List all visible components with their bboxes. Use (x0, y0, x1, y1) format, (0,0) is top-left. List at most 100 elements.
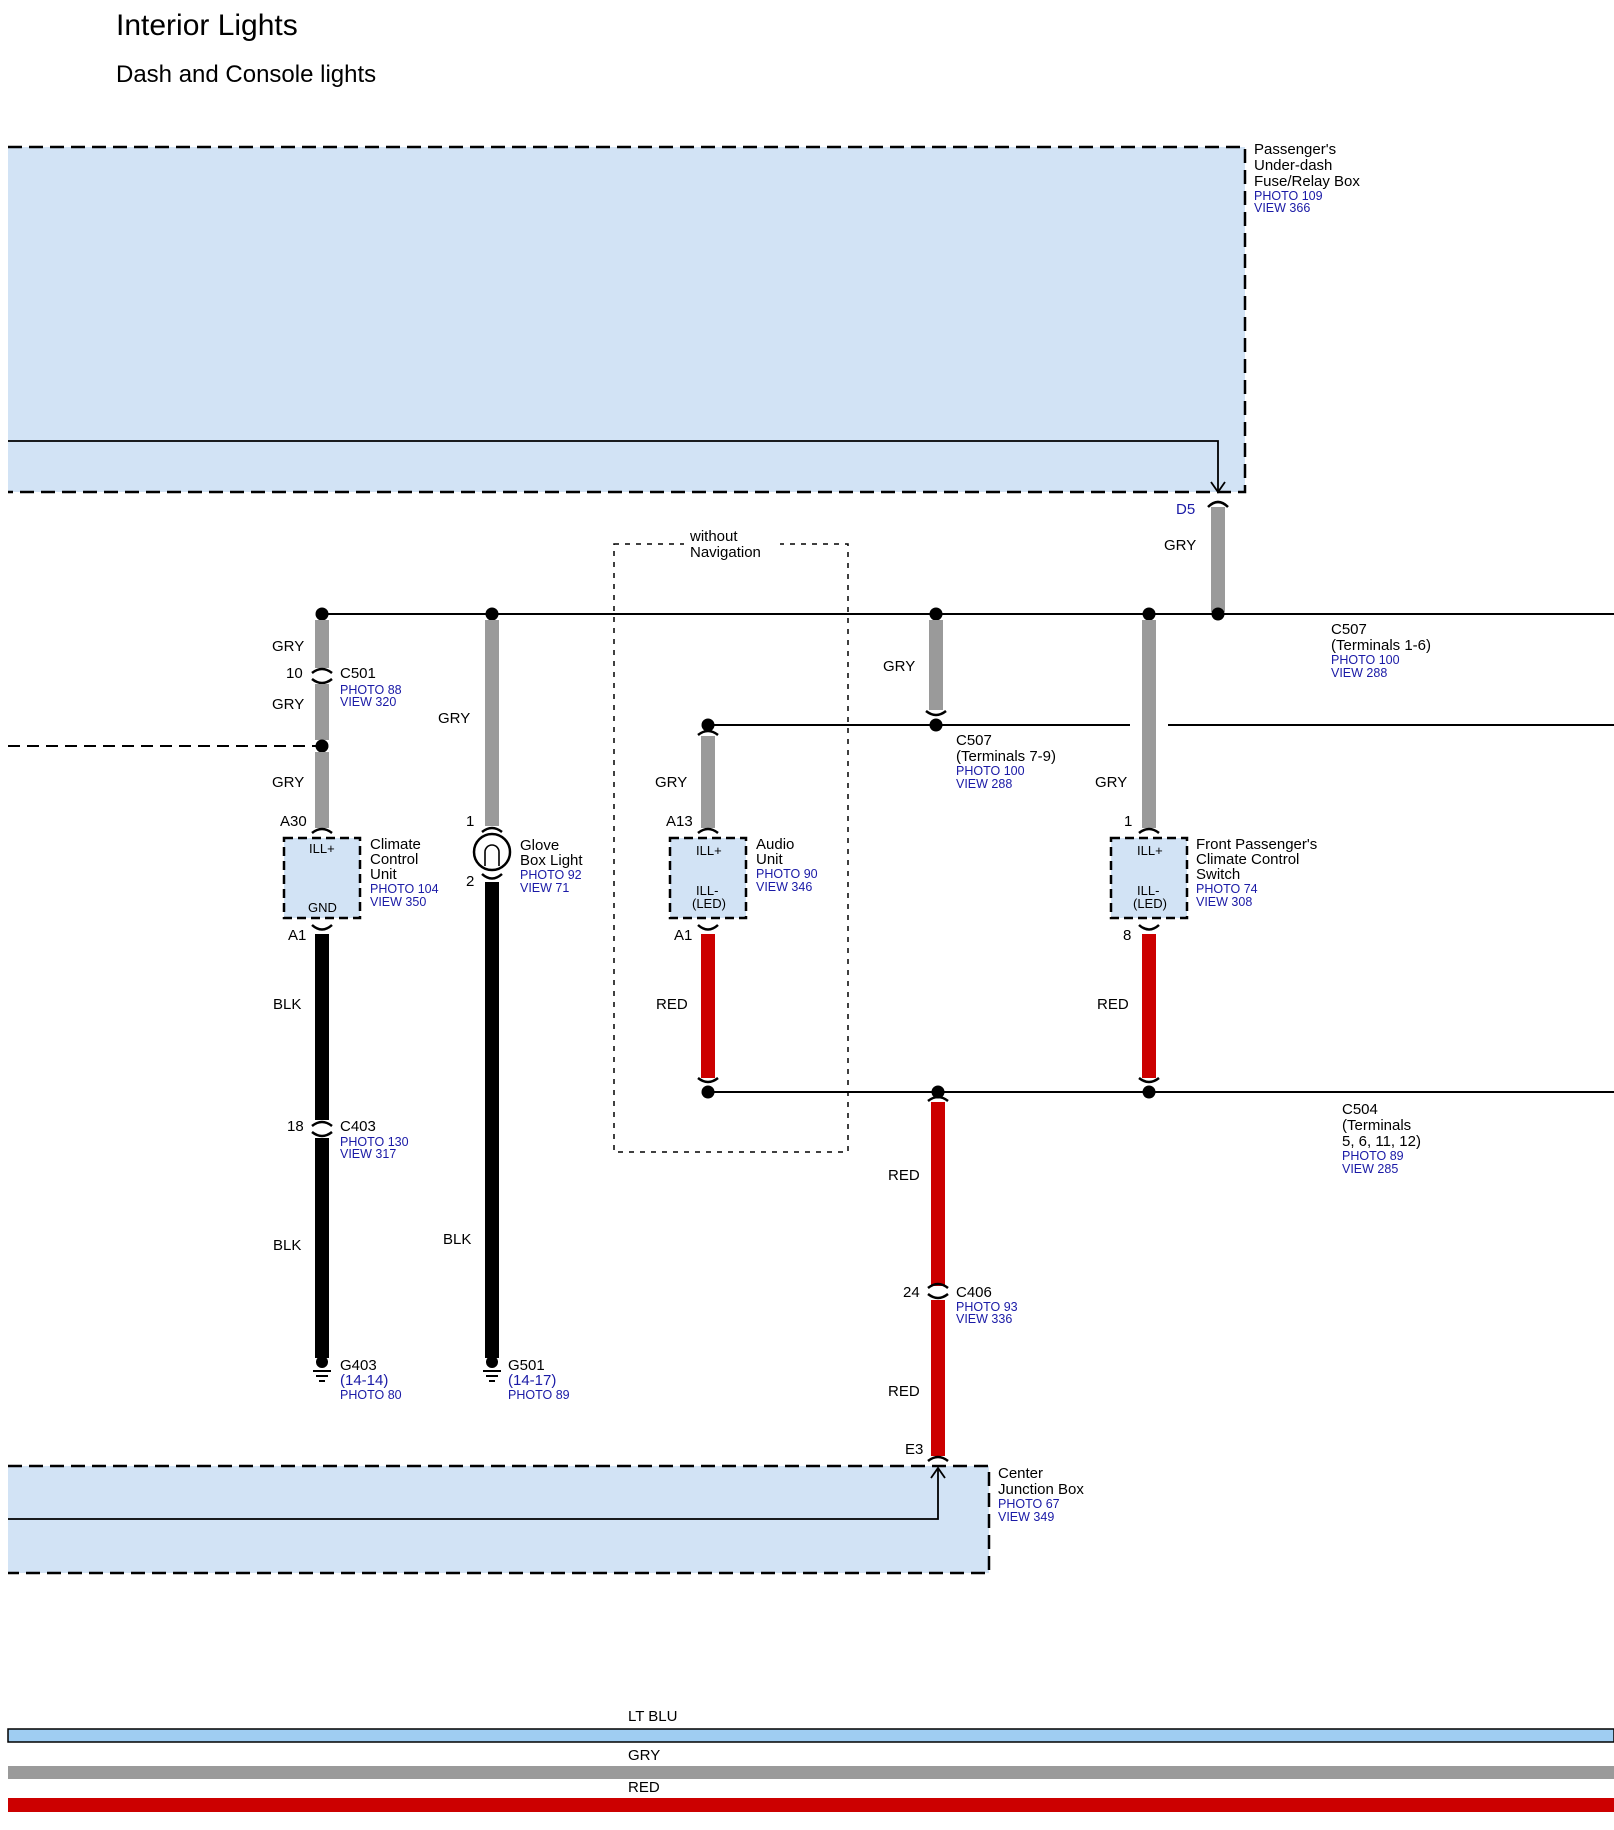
svg-text:1: 1 (466, 813, 474, 830)
svg-text:RED: RED (1097, 996, 1129, 1013)
svg-text:C501: C501 (340, 665, 376, 682)
svg-text:G403: G403 (340, 1357, 377, 1374)
front-passenger-refs: PHOTO 74 VIEW 308 (1196, 882, 1261, 909)
connector-icon (311, 1120, 333, 1138)
audio-unit-refs: PHOTO 90 VIEW 346 (756, 867, 821, 894)
svg-text:E3: E3 (905, 1441, 923, 1458)
legend-swatch-red (8, 1798, 1614, 1812)
svg-text:A13: A13 (666, 813, 693, 830)
fuse-box-refs: PHOTO 109 VIEW 366 (1254, 189, 1326, 215)
svg-text:A30: A30 (280, 813, 307, 830)
front-passenger-label: Front Passenger's Climate Control Switch (1196, 836, 1321, 883)
svg-text:A1: A1 (674, 927, 692, 944)
climate-control-label: Climate Control Unit (370, 836, 425, 883)
fuse-relay-box: Passenger's Under-dash Fuse/Relay Box PH… (8, 141, 1360, 494)
ground-icon (313, 1356, 331, 1382)
c504-refs: PHOTO 89 VIEW 285 (1342, 1149, 1407, 1176)
svg-text:(LED): (LED) (1133, 896, 1167, 911)
svg-text:PHOTO 89: PHOTO 89 (508, 1388, 570, 1402)
connector-icon (1138, 827, 1160, 835)
svg-text:BLK: BLK (273, 1237, 301, 1254)
c504-label: C504 (Terminals 5, 6, 11, 12) (1342, 1101, 1421, 1150)
svg-text:GRY: GRY (438, 710, 470, 727)
c406-refs: PHOTO 93 VIEW 336 (956, 1300, 1021, 1326)
c507-b-refs: PHOTO 100 VIEW 288 (956, 764, 1028, 791)
without-navigation-label: without Navigation (689, 528, 761, 561)
fuse-box-internal-wire (8, 440, 1219, 492)
splice-dot (315, 739, 329, 753)
glove-box-light-label: Glove Box Light (520, 837, 583, 869)
svg-text:1: 1 (1124, 813, 1132, 830)
connector-icon (481, 873, 503, 880)
center-junction-box: Center Junction Box PHOTO 67 VIEW 349 (8, 1464, 1084, 1575)
arrow-icon (1210, 481, 1226, 494)
connector-icon (697, 1076, 719, 1084)
connector-icon (1138, 924, 1160, 931)
connector-icon (311, 827, 333, 835)
audio-unit-branch: GRY A13 ILL+ ILL- (LED) Audio Unit PHOTO… (655, 729, 821, 1084)
connector-icon (697, 729, 719, 737)
svg-text:(14-14): (14-14) (340, 1372, 388, 1389)
page-subtitle: Dash and Console lights (116, 61, 376, 88)
connector-icon (927, 1455, 949, 1463)
page-title: Interior Lights (116, 9, 298, 42)
audio-unit (668, 836, 748, 920)
legend-swatch-lt-blu (7, 1728, 1614, 1743)
glove-box-light-branch: GRY 1 2 Glove Box Light PHOTO 92 VIEW 71… (438, 620, 585, 1402)
c507-a-label: C507 (Terminals 1-6) (1331, 621, 1431, 654)
svg-text:GND: GND (308, 900, 337, 915)
svg-text:GRY: GRY (655, 774, 687, 791)
svg-text:ILL+: ILL+ (309, 841, 335, 856)
center-junction-label: Center Junction Box (998, 1465, 1084, 1498)
connector-icon (1138, 1076, 1160, 1084)
connector-icon (1207, 500, 1229, 508)
svg-text:GRY: GRY (272, 774, 304, 791)
connector-icon (697, 827, 719, 835)
glove-box-light-refs: PHOTO 92 VIEW 71 (520, 868, 585, 895)
svg-text:ILL+: ILL+ (696, 843, 722, 858)
connector-icon (927, 1282, 949, 1300)
wire-color-legend: LT BLU GRY RED (7, 1708, 1614, 1812)
c507-a-refs: PHOTO 100 VIEW 288 (1331, 653, 1403, 680)
svg-text:PHOTO 80: PHOTO 80 (340, 1388, 402, 1402)
climate-control-refs: PHOTO 104 VIEW 350 (370, 882, 442, 909)
svg-text:BLK: BLK (273, 996, 301, 1013)
svg-text:18: 18 (287, 1118, 304, 1135)
svg-text:ILL-: ILL- (1137, 883, 1159, 898)
svg-text:RED: RED (888, 1167, 920, 1184)
junction-box-internal-wire (8, 1468, 939, 1520)
svg-text:RED: RED (656, 996, 688, 1013)
c507-b-branch: GRY C507 (Terminals 7-9) PHOTO 100 VIEW … (701, 620, 1614, 791)
svg-text:8: 8 (1123, 927, 1131, 944)
splice-dots (315, 607, 1225, 621)
connector-icon (697, 924, 719, 931)
svg-text:C403: C403 (340, 1118, 376, 1135)
legend-label-lt-blu: LT BLU (628, 1708, 677, 1725)
svg-text:ILL+: ILL+ (1137, 843, 1163, 858)
svg-text:G501: G501 (508, 1357, 545, 1374)
svg-text:10: 10 (286, 665, 303, 682)
climate-control-branch: GRY 10 C501 PHOTO 88 VIEW 320 GRY GRY A3… (8, 620, 442, 1402)
svg-text:GRY: GRY (272, 638, 304, 655)
svg-text:GRY: GRY (1095, 774, 1127, 791)
svg-text:GRY: GRY (883, 658, 915, 675)
c507-b-label: C507 (Terminals 7-9) (956, 732, 1056, 765)
legend-label-red: RED (628, 1779, 660, 1796)
connector-icon (925, 709, 947, 717)
front-passenger-branch: GRY 1 ILL+ ILL- (LED) Front Passenger's … (1095, 620, 1321, 1084)
svg-text:(14-17): (14-17) (508, 1372, 556, 1389)
svg-text:A1: A1 (288, 927, 306, 944)
fuse-box-label: Passenger's Under-dash Fuse/Relay Box (1254, 141, 1360, 190)
front-passenger-climate-switch (1109, 836, 1189, 920)
c403-refs: PHOTO 130 VIEW 317 (340, 1135, 412, 1161)
center-junction-refs: PHOTO 67 VIEW 349 (998, 1497, 1063, 1524)
c504-bus: C504 (Terminals 5, 6, 11, 12) PHOTO 89 V… (701, 1085, 1614, 1176)
without-navigation-group (613, 543, 849, 1153)
arrow-icon (930, 1466, 946, 1479)
c501-refs: PHOTO 88 VIEW 320 (340, 683, 405, 709)
svg-text:(LED): (LED) (692, 896, 726, 911)
bulb-icon (472, 832, 512, 872)
audio-unit-label: Audio Unit (756, 836, 799, 868)
connector-icon (311, 667, 333, 685)
